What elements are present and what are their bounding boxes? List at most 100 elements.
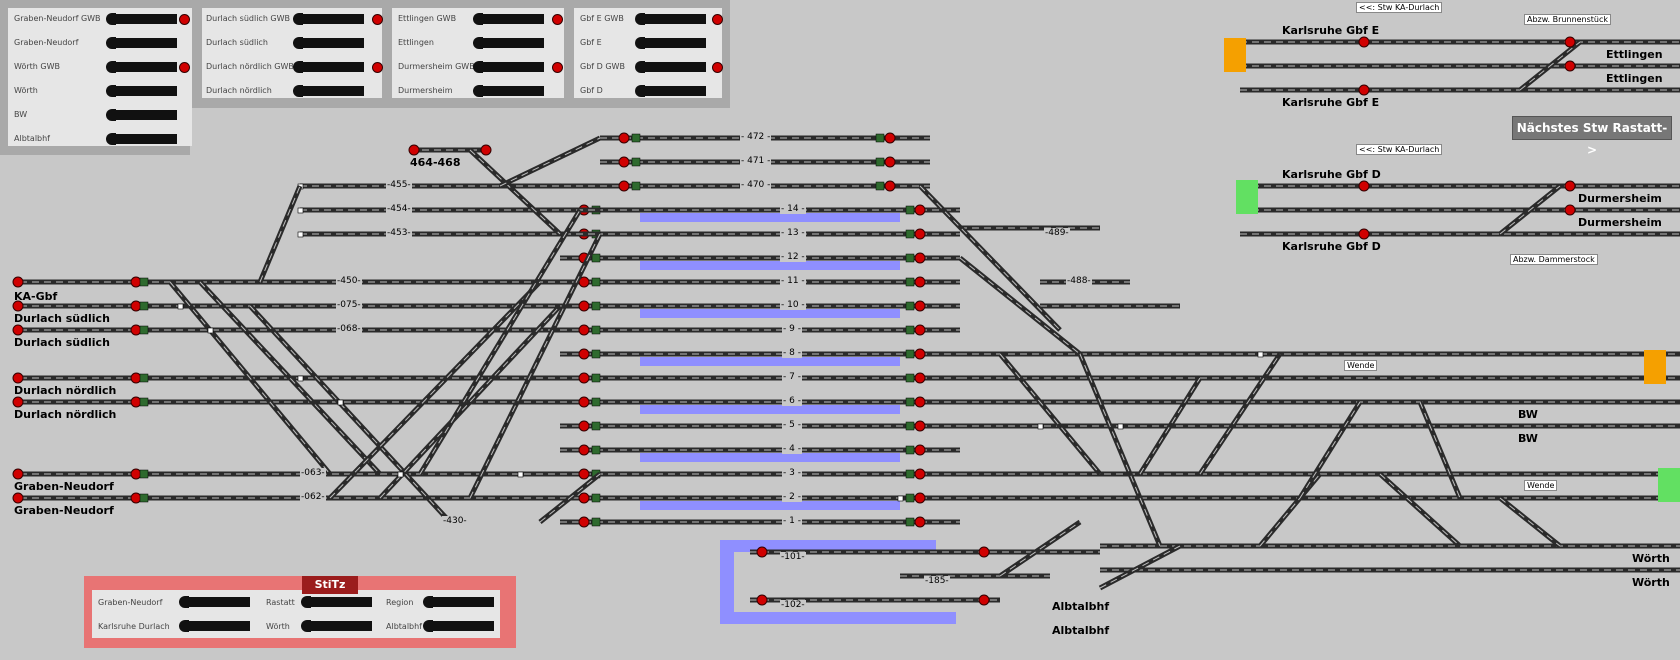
signal-icon[interactable] bbox=[578, 372, 590, 384]
signal-icon[interactable] bbox=[914, 420, 926, 432]
signal-icon[interactable] bbox=[12, 468, 24, 480]
signal-icon[interactable] bbox=[12, 276, 24, 288]
signal-icon[interactable] bbox=[914, 372, 926, 384]
signal-icon[interactable] bbox=[978, 594, 990, 606]
signal-icon[interactable] bbox=[130, 468, 142, 480]
status-display[interactable] bbox=[293, 13, 364, 25]
signal-icon[interactable] bbox=[130, 396, 142, 408]
status-display[interactable] bbox=[473, 85, 544, 97]
signal-icon[interactable] bbox=[884, 132, 896, 144]
status-label: Durmersheim GWB bbox=[398, 62, 475, 71]
next-interlocking-button[interactable]: Nächstes Stw Rastatt-> bbox=[1512, 116, 1672, 157]
status-label: Gbf D GWB bbox=[580, 62, 625, 71]
status-display[interactable] bbox=[635, 37, 706, 49]
status-display[interactable] bbox=[635, 61, 706, 73]
signal-icon[interactable] bbox=[914, 324, 926, 336]
status-display[interactable] bbox=[473, 37, 544, 49]
signal-icon[interactable] bbox=[578, 300, 590, 312]
signal-icon[interactable] bbox=[578, 420, 590, 432]
status-display[interactable] bbox=[635, 13, 706, 25]
signal-icon[interactable] bbox=[978, 546, 990, 558]
signal-icon[interactable] bbox=[914, 228, 926, 240]
stitz-label: Albtalbhf bbox=[386, 622, 422, 631]
signal-icon[interactable] bbox=[578, 468, 590, 480]
signal-icon[interactable] bbox=[914, 348, 926, 360]
signal-icon[interactable] bbox=[12, 396, 24, 408]
stitz-display[interactable] bbox=[179, 620, 250, 632]
signal-icon[interactable] bbox=[914, 252, 926, 264]
track-end-marker-green bbox=[1236, 180, 1258, 214]
signal-icon[interactable] bbox=[1358, 180, 1370, 192]
status-display[interactable] bbox=[106, 61, 177, 73]
signal-icon[interactable] bbox=[756, 594, 768, 606]
signal-icon[interactable] bbox=[578, 444, 590, 456]
line-number: -185- bbox=[924, 576, 950, 586]
status-lamp bbox=[712, 62, 723, 73]
signal-icon[interactable] bbox=[1564, 180, 1576, 192]
stitz-display[interactable] bbox=[423, 596, 494, 608]
signal-icon[interactable] bbox=[408, 144, 420, 156]
signal-icon[interactable] bbox=[12, 492, 24, 504]
signal-icon[interactable] bbox=[578, 348, 590, 360]
signal-icon[interactable] bbox=[130, 300, 142, 312]
signal-icon[interactable] bbox=[1358, 84, 1370, 96]
signal-icon[interactable] bbox=[130, 324, 142, 336]
stitz-display[interactable] bbox=[301, 620, 372, 632]
signal-icon[interactable] bbox=[1564, 36, 1576, 48]
signal-icon[interactable] bbox=[130, 372, 142, 384]
signal-icon[interactable] bbox=[618, 156, 630, 168]
signal-icon[interactable] bbox=[884, 156, 896, 168]
signal-icon[interactable] bbox=[914, 468, 926, 480]
signal-aspect-icon bbox=[591, 253, 601, 263]
signal-icon[interactable] bbox=[1564, 60, 1576, 72]
stitz-display[interactable] bbox=[179, 596, 250, 608]
signal-aspect-icon bbox=[591, 421, 601, 431]
signal-icon[interactable] bbox=[914, 444, 926, 456]
signal-icon[interactable] bbox=[1564, 204, 1576, 216]
signal-icon[interactable] bbox=[12, 324, 24, 336]
status-display[interactable] bbox=[106, 109, 177, 121]
stitz-display[interactable] bbox=[301, 596, 372, 608]
signal-icon[interactable] bbox=[884, 180, 896, 192]
signal-icon[interactable] bbox=[618, 180, 630, 192]
status-display[interactable] bbox=[106, 37, 177, 49]
signal-icon[interactable] bbox=[480, 144, 492, 156]
signal-icon[interactable] bbox=[914, 492, 926, 504]
signal-icon[interactable] bbox=[12, 372, 24, 384]
status-display[interactable] bbox=[473, 13, 544, 25]
status-display[interactable] bbox=[635, 85, 706, 97]
status-display[interactable] bbox=[106, 133, 177, 145]
status-display[interactable] bbox=[106, 13, 177, 25]
stitz-display[interactable] bbox=[423, 620, 494, 632]
signal-icon[interactable] bbox=[756, 546, 768, 558]
status-display[interactable] bbox=[293, 37, 364, 49]
status-display[interactable] bbox=[473, 61, 544, 73]
line-number: -453- bbox=[386, 228, 412, 238]
signal-icon[interactable] bbox=[914, 300, 926, 312]
signal-icon[interactable] bbox=[578, 516, 590, 528]
signal-icon[interactable] bbox=[578, 396, 590, 408]
station-name: Albtalbhf bbox=[1052, 600, 1110, 613]
signal-icon[interactable] bbox=[914, 204, 926, 216]
signal-icon[interactable] bbox=[130, 276, 142, 288]
signal-icon[interactable] bbox=[914, 276, 926, 288]
signal-aspect-icon bbox=[905, 301, 915, 311]
signal-icon[interactable] bbox=[914, 516, 926, 528]
status-label: Wörth bbox=[14, 86, 38, 95]
signal-icon[interactable] bbox=[130, 492, 142, 504]
signal-icon[interactable] bbox=[618, 132, 630, 144]
signal-aspect-icon bbox=[875, 181, 885, 191]
signal-icon[interactable] bbox=[1358, 228, 1370, 240]
signal-icon[interactable] bbox=[578, 324, 590, 336]
line-number: -101- bbox=[780, 552, 806, 562]
signal-icon[interactable] bbox=[1358, 36, 1370, 48]
stw-durlach-label[interactable]: <<: Stw KA-Durlach bbox=[1356, 2, 1443, 13]
signal-icon[interactable] bbox=[578, 492, 590, 504]
status-display[interactable] bbox=[293, 61, 364, 73]
signal-icon[interactable] bbox=[914, 396, 926, 408]
signal-icon[interactable] bbox=[12, 300, 24, 312]
track-segment-dash bbox=[539, 473, 601, 523]
stw-durlach-label[interactable]: <<: Stw KA-Durlach bbox=[1356, 144, 1443, 155]
status-display[interactable] bbox=[293, 85, 364, 97]
status-display[interactable] bbox=[106, 85, 177, 97]
